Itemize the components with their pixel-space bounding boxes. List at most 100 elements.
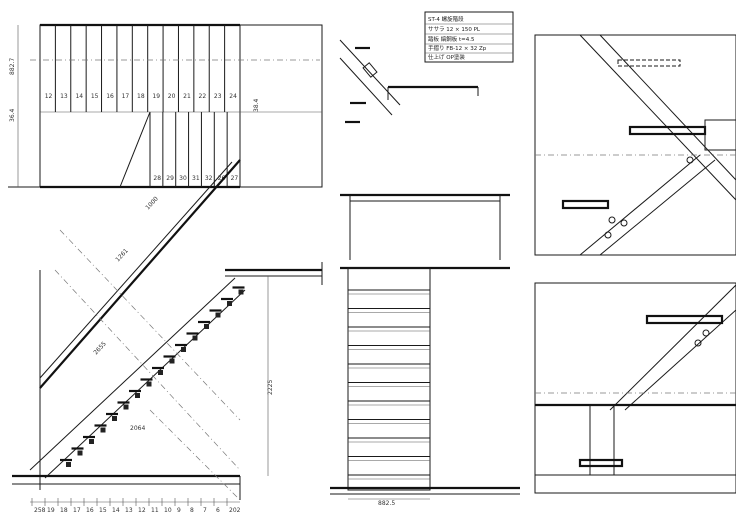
detail1-bolt-3 bbox=[604, 231, 612, 239]
plan-tread-number: 15 bbox=[91, 93, 99, 100]
plan-tread-number: 21 bbox=[183, 93, 191, 100]
detail1-hidden-plate bbox=[617, 59, 681, 67]
front-view-dimension: 882.5 bbox=[378, 500, 395, 507]
plan-treads-bottom: 28 29 30 31 32 26 27 bbox=[149, 112, 239, 187]
upper-stringer-top bbox=[39, 161, 233, 379]
spec-note-line-3: 手摺り FB-12 × 32 Zp bbox=[428, 44, 487, 52]
section-tread-bracket bbox=[158, 370, 163, 375]
plan-tread-number: 24 bbox=[229, 93, 237, 100]
detail-stringer-2 bbox=[339, 57, 393, 116]
detail2-channel bbox=[589, 404, 615, 476]
bottom-dim-label: 15 bbox=[99, 507, 107, 514]
plan-tread-number: 18 bbox=[137, 93, 145, 100]
section-tread-bracket bbox=[146, 381, 152, 387]
front-treads bbox=[348, 289, 430, 480]
detail2-stringer-1 bbox=[609, 284, 736, 411]
section-tread-bracket bbox=[181, 347, 186, 352]
detail2-tread-plate bbox=[645, 314, 724, 325]
stair-front-view: 882.5 bbox=[330, 193, 520, 507]
plan-tread-number-lower: 27 bbox=[231, 175, 239, 182]
bottom-dim-label: 8 bbox=[190, 507, 194, 514]
section-dim-4: 2225 bbox=[267, 380, 274, 395]
detail-bracket bbox=[362, 62, 378, 78]
plan-tread-number: 17 bbox=[122, 93, 130, 100]
bottom-dim-label: 9 bbox=[177, 507, 181, 514]
connection-detail-lower bbox=[534, 282, 736, 494]
section-tread-bracket bbox=[169, 358, 175, 364]
section-dim-2: 1261 bbox=[114, 247, 130, 263]
detail1-tread-lower bbox=[561, 199, 610, 210]
plan-dim-3: 36.4 bbox=[9, 108, 16, 122]
bottom-dim-label: 6 bbox=[216, 507, 220, 514]
bottom-dim-label: 10 bbox=[164, 507, 172, 514]
section-steps bbox=[60, 286, 245, 467]
detail1-stringer bbox=[579, 154, 701, 256]
spec-note-frame bbox=[424, 11, 514, 63]
plan-outline bbox=[39, 24, 323, 188]
plan-tread-number-lower: 31 bbox=[192, 175, 200, 182]
spec-note-title: ST-4 螺旋階段 bbox=[428, 15, 464, 23]
detail1-diag-2 bbox=[599, 34, 736, 181]
plan-tread-number-lower: 30 bbox=[179, 175, 187, 182]
bottom-dim-label: 258 bbox=[34, 507, 46, 514]
plan-dim-1: 882.7 bbox=[9, 58, 16, 75]
lower-stringer bbox=[29, 277, 236, 471]
section-tread-bracket bbox=[238, 289, 244, 295]
detail1-stringer-2 bbox=[599, 159, 716, 256]
plan-tread-number: 22 bbox=[199, 93, 207, 100]
plan-tread-number: 23 bbox=[214, 93, 222, 100]
section-tread-bracket bbox=[123, 404, 129, 410]
bottom-dim-label: 17 bbox=[73, 507, 81, 514]
bottom-dim-label: 14 bbox=[112, 507, 120, 514]
plan-tread-number: 19 bbox=[152, 93, 160, 100]
spec-note-line-2: 踏板 縞鋼板 t=4.5 bbox=[428, 35, 475, 43]
section-dim-3: 2655 bbox=[92, 340, 108, 356]
detail1-bolt-1 bbox=[608, 216, 616, 224]
section-tread-bracket bbox=[227, 301, 232, 306]
detail1-tread-plate bbox=[628, 125, 707, 136]
section-tread-bracket bbox=[135, 393, 140, 398]
bottom-dim-label: 7 bbox=[203, 507, 207, 514]
section-tread-bracket bbox=[204, 324, 209, 329]
section-diagonal-2 bbox=[149, 409, 241, 501]
plan-tread-number-lower: 28 bbox=[153, 175, 161, 182]
section-diagonal-1 bbox=[54, 269, 241, 471]
stringer-top-detail bbox=[339, 39, 479, 124]
detail1-diag-1 bbox=[579, 34, 736, 201]
plan-tread-number: 14 bbox=[75, 93, 83, 100]
detail2-stringer-2 bbox=[624, 309, 736, 411]
spec-note-line-4: 仕上げ OP塗装 bbox=[428, 53, 465, 61]
detail1-bolt-4 bbox=[686, 156, 694, 164]
section-tread-bracket bbox=[100, 427, 106, 433]
section-dim-5: 2064 bbox=[130, 425, 145, 432]
section-tread-bracket bbox=[89, 439, 94, 444]
bottom-dim-label: 11 bbox=[151, 507, 159, 514]
detail2-frame bbox=[534, 282, 736, 494]
detail2-bolt-1 bbox=[694, 339, 702, 347]
detail2-base-plate bbox=[578, 458, 624, 468]
detail1-landing-block bbox=[704, 119, 736, 151]
plan-tread-number-lower: 29 bbox=[166, 175, 174, 182]
section-dim-1: 1000 bbox=[144, 195, 160, 211]
plan-tread-number: 16 bbox=[106, 93, 114, 100]
section-tread-bracket bbox=[215, 312, 221, 318]
bottom-dim-label: 202 bbox=[229, 507, 241, 514]
section-tread-bracket bbox=[66, 462, 71, 467]
plan-dim-2: 38.4 bbox=[253, 98, 260, 112]
upper-stringer bbox=[39, 159, 241, 389]
section-tread-bracket bbox=[77, 450, 83, 456]
lower-stringer-2 bbox=[44, 289, 246, 479]
plan-tread-number: 20 bbox=[168, 93, 176, 100]
detail-stringer-1 bbox=[339, 39, 401, 106]
spec-note-box: ST-4 螺旋階段 ササラ 12 × 150 PL 踏板 縞鋼板 t=4.5 手… bbox=[424, 11, 514, 63]
detail1-bolt-2 bbox=[620, 219, 628, 227]
bottom-dim-label: 13 bbox=[125, 507, 133, 514]
plan-tread-number-lower: 26 bbox=[218, 175, 226, 182]
plan-tread-number-lower: 32 bbox=[205, 175, 213, 182]
bottom-dim-label: 19 bbox=[47, 507, 55, 514]
bottom-dim-label: 18 bbox=[60, 507, 68, 514]
